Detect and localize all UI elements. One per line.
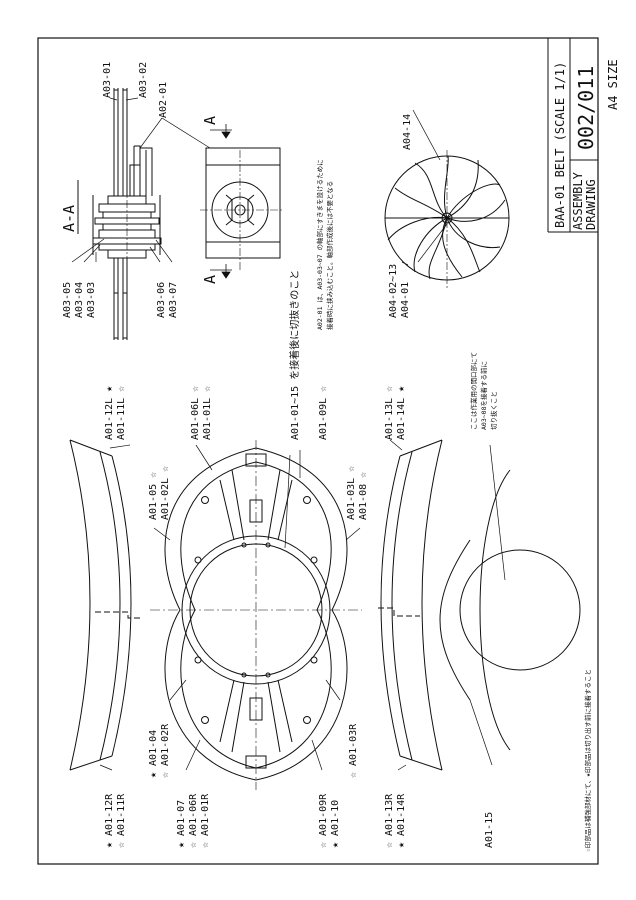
section-title: A-A <box>60 205 78 232</box>
cut-arrow-bottom <box>210 264 232 279</box>
label-a03-03: A03-03 <box>86 282 97 318</box>
label-a01-13r: ☆ A01-13R <box>384 793 395 848</box>
label-a03-07: A03-07 <box>168 282 179 318</box>
opening-view <box>439 444 581 766</box>
label-a01-11r: ☆ A01-11R <box>116 793 127 848</box>
note-opening-line3: 切り抜くこと <box>489 391 498 430</box>
label-a01-05: A01-05 ☆ <box>148 472 159 520</box>
cut-mark-bottom: A <box>201 275 219 284</box>
label-a01-03l: A01-03L ☆ <box>346 466 357 520</box>
shaft-side-view <box>200 147 284 270</box>
label-a01-02r: ☆ A01-02R <box>160 723 171 778</box>
paper-size: A4 SIZE <box>606 59 620 110</box>
label-a04-02-13: A04-02~13 <box>388 264 399 318</box>
sheet-number: 002/011 <box>574 66 598 150</box>
label-a01-04: ★ A01-04 <box>148 730 159 778</box>
label-a01-06r: ☆ A01-06R <box>188 793 199 848</box>
cut-mark-top: A <box>201 116 219 125</box>
label-a01-06l: A01-06L ☆ <box>190 386 201 440</box>
note-a02-line2: 接着時に挟み込むこと。軸部作成後には不要となる <box>325 181 334 330</box>
label-a01-10: ★ A01-10 <box>330 800 341 848</box>
label-a04-14: A04-14 <box>402 114 413 150</box>
label-a01-09r: ☆ A01-09R <box>318 793 329 848</box>
label-a01-14r: ★ A01-14R <box>396 793 407 848</box>
label-a01-08: A01-08 ☆ <box>358 472 369 520</box>
label-a03-05: A03-05 <box>62 282 73 318</box>
belt-strip-right <box>378 439 443 771</box>
drawing-frame <box>37 37 599 865</box>
label-a01-11l: A01-11L ☆ <box>116 386 127 440</box>
label-a01-02l: A01-02L ☆ <box>160 466 171 520</box>
label-a01-15: A01-15 <box>484 812 495 848</box>
note-opening-line2: A03~08を接着する前に <box>479 361 488 430</box>
label-a01-03r: ☆ A01-03R <box>348 723 359 778</box>
label-a03-04: A03-04 <box>74 282 85 318</box>
label-a01-14l: A01-14L ★ <box>396 386 407 440</box>
note-opening-line1: ここは作業用の開口部にて <box>469 352 478 430</box>
label-a01-12r: ★ A01-12R <box>104 793 115 848</box>
wheel-view <box>384 109 510 290</box>
label-a01-01-15: A01-01~15 を接着後に切抜きのこと <box>288 270 301 440</box>
drawing-kind-line1: ASSEMBLY <box>571 171 585 230</box>
label-a03-02: A03-02 <box>138 62 149 98</box>
label-a03-06: A03-06 <box>156 282 167 318</box>
drawing-name: BAA-01 BELT (SCALE 1/1) <box>553 62 567 228</box>
label-a01-01r: ☆ A01-01R <box>200 793 211 848</box>
label-a04-01: A04-01 <box>400 282 411 318</box>
legend-note: ☆印部品は補強部材にて、★印部品は切り出す前に接着すること <box>583 669 592 852</box>
note-a02-line1: A02-01 は、A03-03~07 の軸部にすきまを設けるために <box>315 159 324 330</box>
label-a01-09l: A01-09L ☆ <box>318 386 329 440</box>
label-a01-01l: A01-01L ☆ <box>202 386 213 440</box>
title-block: BAA-01 BELT (SCALE 1/1) ASSEMBLY DRAWING… <box>547 38 620 233</box>
label-a01-12l: A01-12L ★ <box>104 386 115 440</box>
drawing-kind-line2: DRAWING <box>584 179 598 230</box>
label-a02-01: A02-01 <box>158 82 169 118</box>
section-leaders <box>71 97 211 263</box>
label-a01-13l: A01-13L ☆ <box>384 386 395 440</box>
cut-arrow-top <box>210 124 232 139</box>
label-a03-01: A03-01 <box>102 62 113 98</box>
label-a01-07: ★ A01-07 <box>176 800 187 848</box>
belt-leaders <box>99 439 407 771</box>
belt-buckle <box>150 440 362 790</box>
section-a-a-view <box>92 88 162 340</box>
belt-strip-left <box>69 439 140 771</box>
